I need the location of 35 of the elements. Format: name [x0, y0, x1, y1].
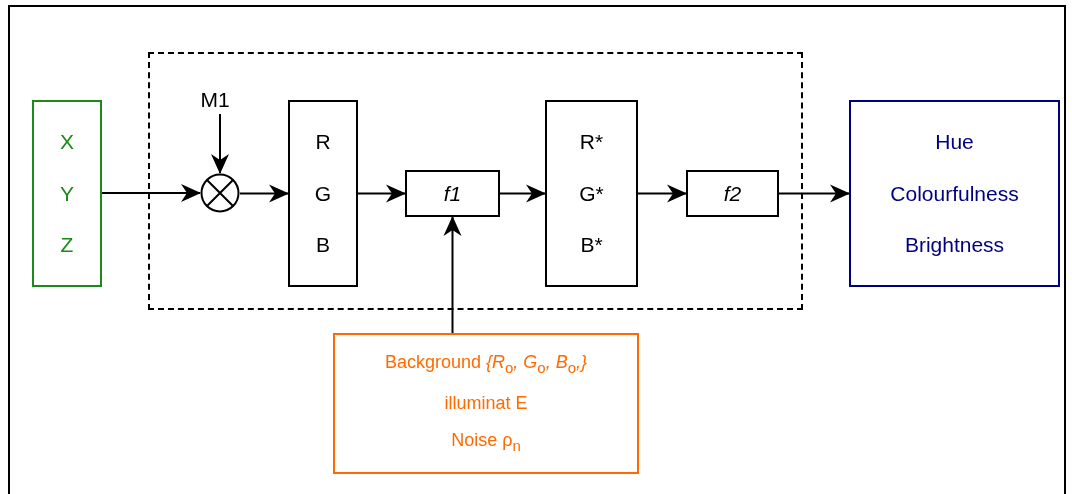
arrow: [101, 184, 201, 202]
multiplier-symbol: [200, 173, 240, 213]
node-text: B*: [580, 233, 603, 257]
node-text: Background {R$_{o}$, G$_{o}$, B$_{o}$,}: [384, 352, 588, 376]
arrow: [637, 184, 687, 203]
node-text: f1: [443, 181, 462, 206]
node-text: f2: [723, 181, 742, 206]
node-text: Z: [60, 233, 74, 257]
node-text: Hue: [935, 130, 974, 154]
node-text: R*: [579, 130, 604, 154]
arrow: [778, 184, 850, 203]
node-text: Noise ρ$_{n}$: [451, 431, 521, 455]
arrow: [211, 113, 229, 174]
arrow: [443, 216, 462, 334]
node-text: Brightness: [904, 233, 1005, 257]
node-text: Colourfulness: [890, 181, 1019, 206]
node-text: illuminat E: [444, 393, 528, 414]
process-box: [32, 100, 102, 287]
node-text: R: [315, 130, 331, 154]
node-text: Y: [60, 181, 74, 206]
process-box: [333, 333, 639, 474]
process-box: [545, 100, 638, 287]
process-box: [405, 170, 500, 217]
arrow: [499, 184, 546, 203]
node-text: G*: [579, 181, 604, 206]
node-text: X: [60, 130, 74, 154]
node-text: G: [314, 181, 332, 206]
process-box: [288, 100, 358, 287]
arrow: [357, 184, 406, 203]
node-text: B: [316, 233, 330, 257]
dashed-group-box: [148, 52, 803, 310]
node-text: M1: [200, 88, 230, 112]
process-box: [849, 100, 1060, 287]
arrow: [239, 184, 289, 203]
process-box: [686, 170, 779, 217]
